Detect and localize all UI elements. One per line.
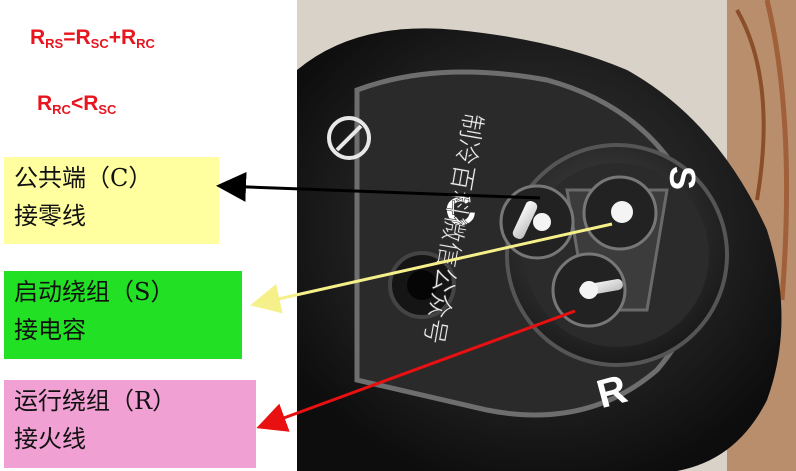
formula-subscript: SC [90, 36, 109, 51]
formula-operator: = [63, 26, 76, 49]
run-winding-title: 运行绕组（R） [14, 387, 177, 415]
pin-s [582, 175, 658, 251]
formula-resistance-sum: RRS=RSC+RRC [30, 26, 155, 51]
formula-subscript: RC [136, 36, 155, 51]
copper-pipe [735, 9, 766, 201]
copper-pipe [764, 0, 790, 301]
formula-operator: < [70, 92, 84, 115]
compressor-terminal-photo: C S R 制冷百科微信公众号 [297, 0, 796, 471]
pin-r [551, 252, 627, 328]
start-winding-title: 启动绕组（S） [14, 278, 175, 306]
run-winding-label: 运行绕组（R） 接火线 [4, 380, 256, 468]
formula-resistance-compare: RRC<RSC [37, 92, 116, 117]
formula-symbol: R [121, 26, 137, 49]
formula-subscript: RC [52, 102, 71, 117]
start-winding-wiring: 接电容 [14, 316, 86, 344]
formula-symbol: R [37, 92, 53, 115]
terminal-letter-s: S [662, 166, 703, 190]
run-winding-wiring: 接火线 [14, 425, 86, 453]
formula-subscript: SC [98, 102, 117, 117]
formula-symbol: R [75, 26, 91, 49]
common-terminal-label: 公共端（C） 接零线 [4, 157, 219, 244]
pin-c [499, 184, 575, 260]
formula-operator: + [108, 26, 121, 49]
formula-subscript: RS [45, 36, 64, 51]
logo-mark-stroke [335, 124, 363, 152]
formula-symbol: R [83, 92, 99, 115]
formula-symbol: R [30, 26, 46, 49]
common-terminal-title: 公共端（C） [14, 164, 153, 192]
common-terminal-wiring: 接零线 [14, 202, 86, 230]
logo-mark-icon [327, 116, 371, 160]
start-winding-label: 启动绕组（S） 接电容 [4, 271, 242, 359]
